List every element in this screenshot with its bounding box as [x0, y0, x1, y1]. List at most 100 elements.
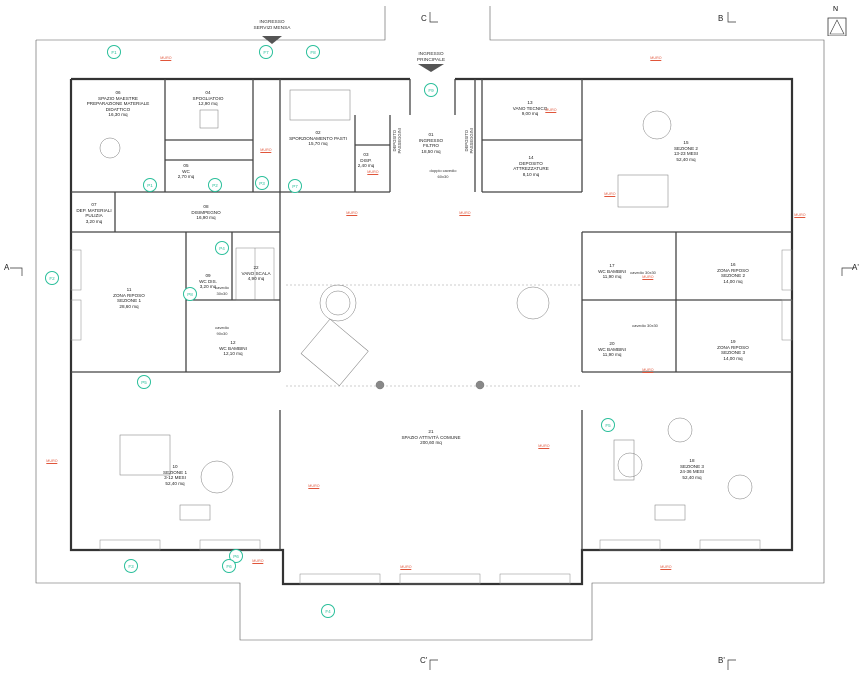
- room-name: SEZIONE 2 13-23 MESI: [673, 145, 699, 157]
- wall-tag: MURO: [545, 108, 558, 113]
- note-cavedio-12: cavedio 90x30: [215, 325, 229, 336]
- room-area: 14,00 mq: [723, 278, 743, 284]
- room-area: 16,30 mq: [108, 112, 128, 118]
- door-tag: F8: [306, 45, 320, 59]
- entry-main: INGRESSO PRINCIPALE: [416, 52, 446, 63]
- north-arrow-icon: N: [826, 6, 848, 37]
- section-c-bottom: C': [420, 656, 428, 665]
- room-name: SPOGLIATOIO: [192, 95, 224, 101]
- door-tag: P4: [215, 241, 229, 255]
- north-label: N: [833, 6, 839, 13]
- door-tag: F1: [107, 45, 121, 59]
- room-area: 15,70 mq: [308, 141, 328, 147]
- section-b-top: B: [718, 14, 724, 23]
- room-name: DEP. MATERIALI PULIZIA: [76, 207, 112, 219]
- note-cavedio-17: cavedio 30x30: [630, 270, 656, 275]
- room-area: 28,60 mq: [119, 303, 139, 309]
- room-name: DEPOSITO ATTREZZATURE: [513, 160, 549, 172]
- room-name: INGRESSO FILTRO: [418, 137, 444, 149]
- room-name: WC BAMBINI: [219, 345, 247, 351]
- room-name: WC BAMBINI: [598, 346, 626, 352]
- note-doppio-cavedio: doppio cavedio 60x30: [429, 168, 457, 179]
- room-name: WC BAMBINI: [598, 268, 626, 274]
- room-num: 19: [730, 339, 736, 344]
- room-area: 12,10 mq: [223, 351, 243, 357]
- room-num: 09: [205, 273, 211, 278]
- wall-tag: MURO: [367, 170, 380, 175]
- room-name: DISIMPEGNO: [191, 209, 221, 215]
- wall-tag: MURO: [660, 565, 673, 570]
- room-area: 12,90 mq: [198, 101, 218, 107]
- room-num: 10: [172, 464, 178, 469]
- room-area: 14,00 mq: [723, 355, 743, 361]
- wall-tag: MURO: [346, 211, 359, 216]
- room-area: 9,00 mq: [521, 111, 539, 117]
- room-num: 14: [528, 155, 534, 160]
- room-num: 06: [115, 90, 121, 95]
- room-area: 2,40 mq: [357, 163, 375, 169]
- door-tag: P1: [143, 178, 157, 192]
- room-num: 20: [609, 341, 615, 346]
- room-num: 21: [428, 429, 434, 434]
- room-name: WC DIS.: [199, 278, 217, 284]
- door-tag: P7: [288, 179, 302, 193]
- wall-tag: MURO: [650, 56, 663, 61]
- note-cavedio-09: cavedio 30x30: [215, 285, 229, 296]
- door-tag: F6: [222, 559, 236, 573]
- room-name: SPAZIO MAESTRE PREPARAZIONE MATERIALE DI…: [86, 95, 150, 112]
- note-cavedio-20: cavedio 30x30: [632, 323, 658, 328]
- door-tag: F4: [321, 604, 335, 618]
- room-name: SPORZIONAMENTO PASTI: [289, 135, 347, 141]
- room-area: 8,10 mq: [522, 171, 540, 177]
- room-num: 02: [315, 130, 321, 135]
- wall-tag: MURO: [252, 559, 265, 564]
- door-tag: P2: [208, 178, 222, 192]
- room-area: 52,40 mq: [676, 156, 696, 162]
- room-num: 12: [230, 340, 236, 345]
- entry-service: INGRESSO SERVIZI MENSA: [253, 20, 291, 31]
- room-area: 4,90 mq: [247, 276, 265, 282]
- room-num: 18: [689, 458, 695, 463]
- wall-tag: MURO: [642, 368, 655, 373]
- room-num: 13: [527, 100, 533, 105]
- room-area: 3,20 mq: [199, 284, 217, 290]
- wall-tag: MURO: [604, 192, 617, 197]
- room-name: SPAZIO ATTIVITÀ COMUNE: [401, 434, 461, 440]
- room-num: 01: [428, 132, 434, 137]
- wall-tag: MURO: [642, 275, 655, 280]
- room-area: 11,90 mq: [602, 352, 622, 358]
- room-area: 18,50 mq: [421, 148, 441, 154]
- section-a-left: A: [4, 263, 10, 272]
- room-area: 200,60 mq: [420, 440, 442, 446]
- room-name: ZONA RIPOSO SEZIONE 3: [717, 344, 749, 356]
- door-tag: P3: [255, 176, 269, 190]
- room-name: ZONA RIPOSO SEZIONE 1: [113, 292, 145, 304]
- room-area: 11,90 mq: [602, 274, 622, 280]
- section-a-right: A': [852, 263, 859, 272]
- room-area: 2,70 mq: [177, 174, 195, 180]
- door-tag: F5: [601, 418, 615, 432]
- door-tag: F3: [124, 559, 138, 573]
- room-num: 08: [203, 204, 209, 209]
- section-b-bottom: B': [718, 656, 725, 665]
- wall-tag: MURO: [794, 213, 807, 218]
- room-name: ZONA RIPOSO SEZIONE 2: [717, 267, 749, 279]
- note-deposito-left: DEPOSITO PASSEGGINI: [392, 128, 402, 154]
